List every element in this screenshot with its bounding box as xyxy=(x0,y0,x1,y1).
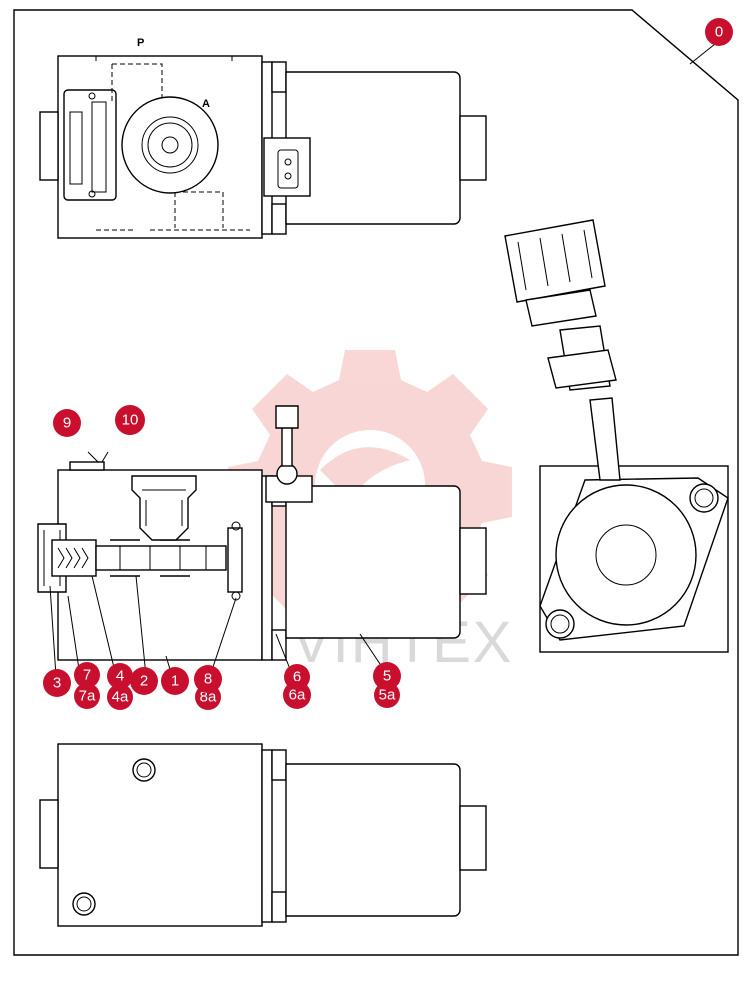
svg-text:7: 7 xyxy=(83,667,91,684)
svg-text:1: 1 xyxy=(171,673,179,690)
svg-text:10: 10 xyxy=(122,412,139,429)
section-view xyxy=(37,405,487,677)
port-label-a: A xyxy=(202,98,210,110)
port-label-p: P xyxy=(137,37,144,49)
svg-text:0: 0 xyxy=(715,24,723,41)
bottom-view xyxy=(39,743,487,927)
svg-text:7a: 7a xyxy=(79,688,96,705)
svg-text:9: 9 xyxy=(63,415,71,432)
svg-text:8a: 8a xyxy=(200,689,217,706)
callout-6a[interactable]: 6a xyxy=(283,681,311,709)
callout-7[interactable]: 7 xyxy=(74,662,100,688)
callout-10[interactable]: 10 xyxy=(115,405,145,435)
svg-text:5a: 5a xyxy=(379,687,396,704)
diagram-frame xyxy=(13,9,739,956)
svg-text:6: 6 xyxy=(293,669,301,686)
svg-text:3: 3 xyxy=(53,675,61,692)
callout-8[interactable]: 8 xyxy=(194,665,222,693)
callout-5[interactable]: 5 xyxy=(373,662,401,690)
side-view xyxy=(504,219,729,653)
svg-text:8: 8 xyxy=(204,671,212,688)
svg-text:2: 2 xyxy=(140,673,148,690)
callout-4a[interactable]: 4a xyxy=(107,684,133,710)
svg-text:4a: 4a xyxy=(112,689,129,706)
callout-9[interactable]: 9 xyxy=(53,409,81,437)
svg-text:4: 4 xyxy=(116,668,124,685)
top-view xyxy=(39,55,487,239)
callout-0[interactable]: 0 xyxy=(705,18,733,46)
callout-5a[interactable]: 5a xyxy=(374,682,400,708)
callout-2[interactable]: 2 xyxy=(130,667,158,695)
callout-1[interactable]: 1 xyxy=(161,667,189,695)
callout-3[interactable]: 3 xyxy=(43,669,71,697)
svg-text:6a: 6a xyxy=(289,687,306,704)
svg-text:5: 5 xyxy=(383,668,391,685)
callout-7a[interactable]: 7a xyxy=(74,683,100,709)
callout-4[interactable]: 4 xyxy=(107,663,133,689)
